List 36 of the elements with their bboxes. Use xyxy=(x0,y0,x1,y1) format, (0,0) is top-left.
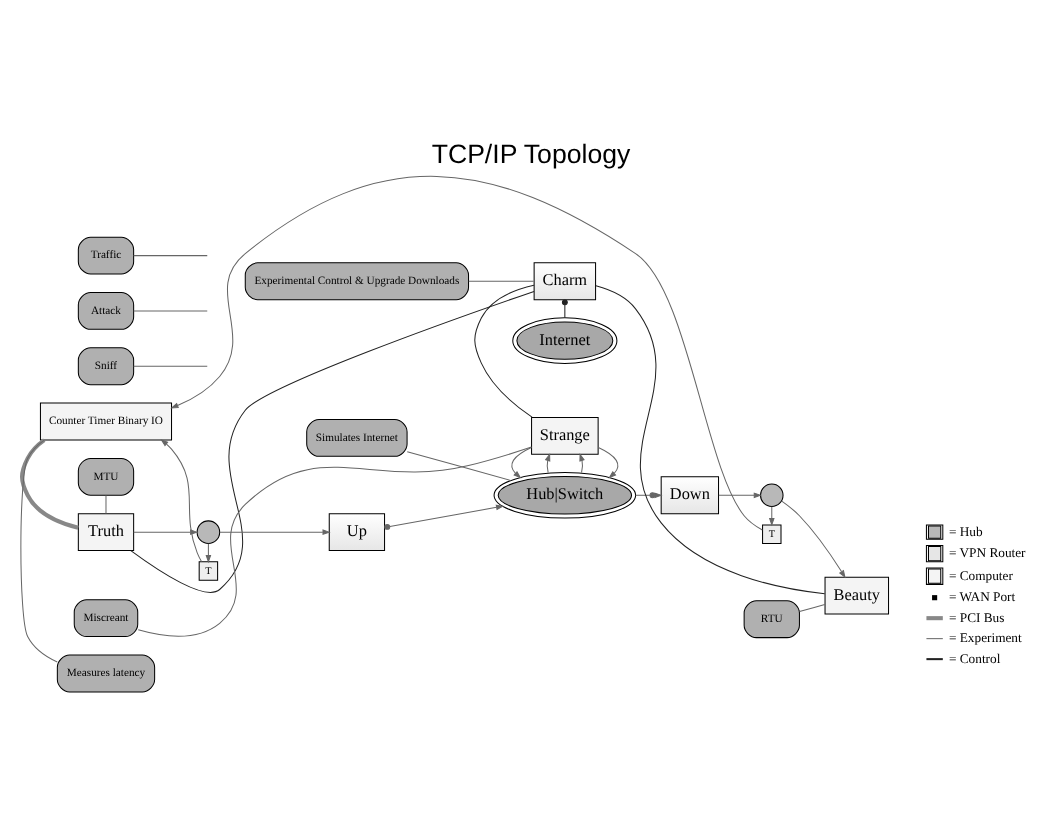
arrow xyxy=(718,492,762,499)
node-box: Up xyxy=(328,513,386,552)
connector xyxy=(20,439,58,663)
node-box: Charm xyxy=(533,262,597,301)
diagram-title: TCP/IP Topology xyxy=(431,139,631,170)
arrow xyxy=(768,506,775,527)
connector xyxy=(799,603,826,613)
connector xyxy=(595,285,826,595)
arrow xyxy=(205,543,212,564)
arrow xyxy=(579,453,585,474)
arrow xyxy=(597,447,619,479)
arrow xyxy=(133,529,199,535)
arrow xyxy=(219,529,331,535)
node-box: Down xyxy=(660,476,720,515)
connector xyxy=(133,255,208,257)
arrow xyxy=(170,175,763,531)
connector xyxy=(406,451,512,481)
arrow xyxy=(384,504,505,530)
connector xyxy=(561,299,568,318)
connector xyxy=(468,280,535,282)
connector xyxy=(137,446,532,637)
node-box: Truth xyxy=(77,513,135,552)
node-circle xyxy=(760,483,784,508)
arrow xyxy=(544,453,551,474)
connector xyxy=(20,438,79,530)
arrow xyxy=(511,447,532,479)
connector xyxy=(133,365,208,367)
arrow xyxy=(160,439,202,563)
arrow xyxy=(781,500,846,579)
connector xyxy=(474,284,535,418)
node-box: Beauty xyxy=(824,576,890,615)
connector xyxy=(105,495,107,515)
node-circle xyxy=(196,520,221,544)
connector xyxy=(130,290,535,593)
node-box: Strange xyxy=(531,416,599,455)
connector xyxy=(133,310,208,312)
